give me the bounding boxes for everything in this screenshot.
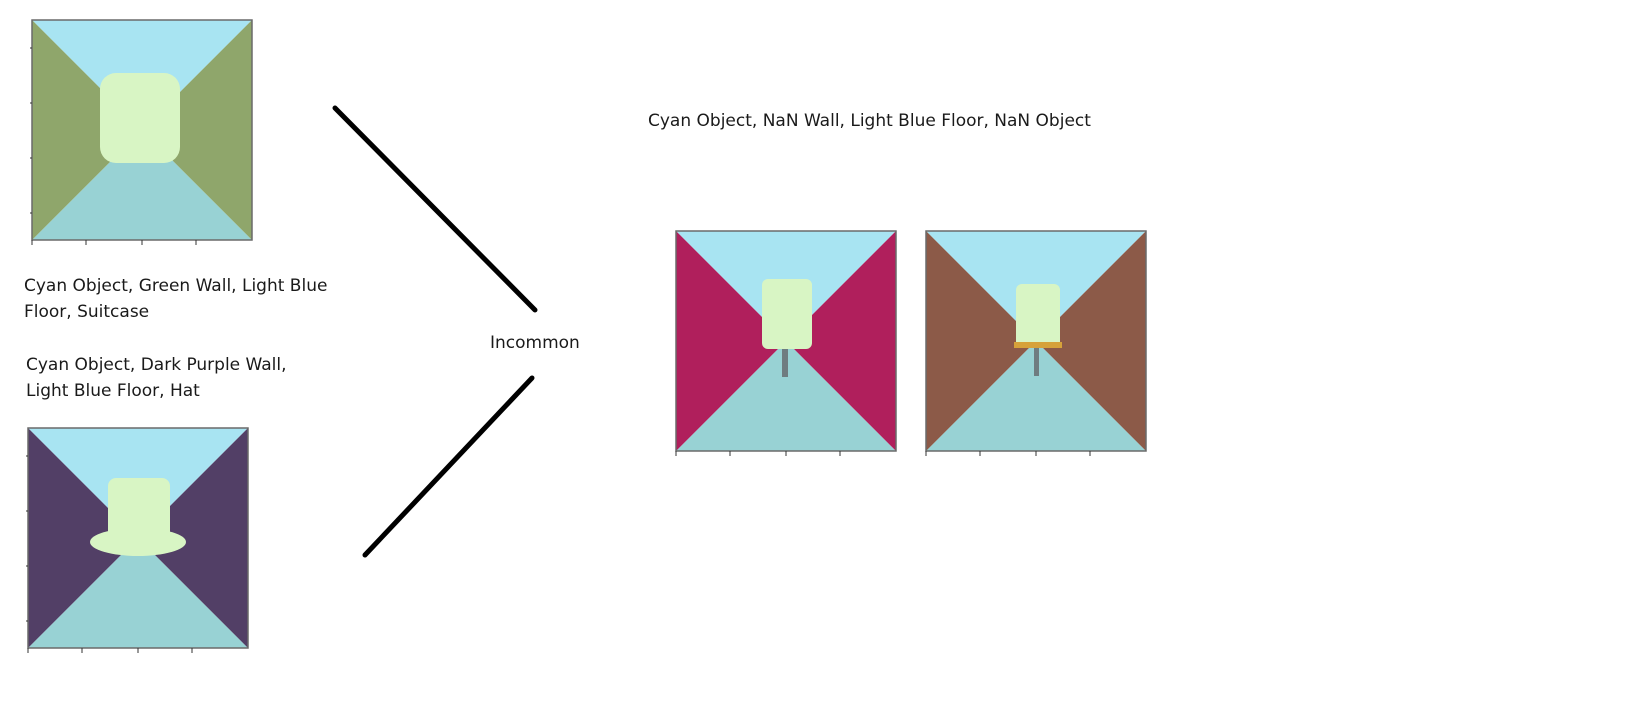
wall-region — [32, 20, 142, 240]
scene-object — [100, 73, 180, 163]
wall-region — [138, 428, 248, 648]
example-image-suitcase — [30, 18, 255, 246]
wall-region — [676, 231, 786, 451]
caption-suitcase-line-1: Cyan Object, Green Wall, Light Blue — [24, 276, 328, 296]
scene-object — [90, 528, 186, 556]
scene-object — [762, 279, 812, 349]
wall-region — [786, 231, 896, 451]
scene-object — [1016, 284, 1060, 348]
floor-region — [28, 538, 248, 648]
floor-region — [676, 341, 896, 451]
result-image-brown — [924, 229, 1149, 457]
result-image-magenta — [674, 229, 899, 457]
caption-suitcase-line-2: Floor, Suitcase — [24, 302, 150, 322]
connector-line-bottom — [362, 375, 535, 558]
wall-region — [926, 231, 1036, 451]
caption-suitcase: Cyan Object, Green Wall, Light Blue Floo… — [24, 273, 327, 325]
scene-object — [108, 478, 170, 540]
wall-region — [28, 428, 138, 648]
caption-hat-line-1: Cyan Object, Dark Purple Wall, — [26, 355, 287, 375]
wall-region — [142, 20, 252, 240]
wall-region — [1036, 231, 1146, 451]
floor-region — [32, 130, 252, 240]
result-description: Cyan Object, NaN Wall, Light Blue Floor,… — [648, 111, 1091, 131]
incommon-label: Incommon — [490, 333, 580, 353]
connector-line-top — [332, 105, 538, 313]
floor-region — [926, 341, 1146, 451]
caption-hat: Cyan Object, Dark Purple Wall, Light Blu… — [26, 352, 287, 404]
caption-hat-line-2: Light Blue Floor, Hat — [26, 381, 200, 401]
example-image-hat — [26, 426, 251, 654]
